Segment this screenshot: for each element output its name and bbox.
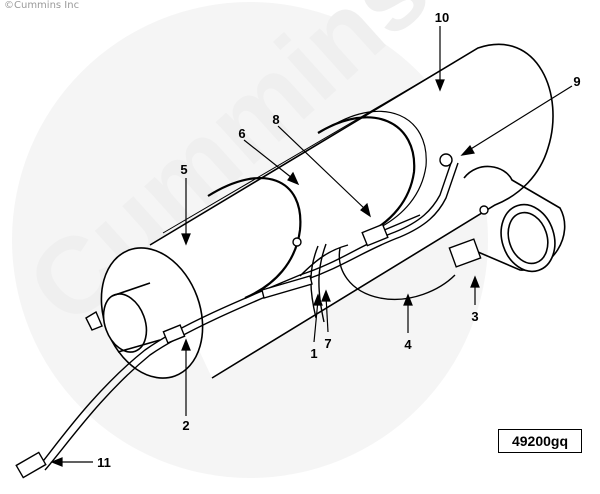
- callout-9: 9: [573, 74, 580, 89]
- wiring-harness: [15, 153, 489, 479]
- figure-code: 49200gq: [498, 429, 582, 453]
- callout-7: 7: [324, 336, 331, 351]
- callout-11: 11: [97, 455, 111, 470]
- callout-8: 8: [272, 112, 279, 127]
- callout-2: 2: [182, 418, 189, 433]
- callout-3: 3: [471, 309, 478, 324]
- callout-10: 10: [435, 10, 449, 25]
- leader-lines: [50, 26, 573, 467]
- callout-1: 1: [310, 346, 317, 361]
- aftertreatment-canister: [100, 43, 566, 379]
- callout-4: 4: [404, 337, 412, 352]
- callout-5: 5: [180, 162, 187, 177]
- callout-6: 6: [238, 126, 245, 141]
- callout-labels: 1 2 3 4 5 6 7 8 9 10 11: [97, 10, 580, 470]
- copyright-text: ©Cummins Inc: [4, 0, 80, 11]
